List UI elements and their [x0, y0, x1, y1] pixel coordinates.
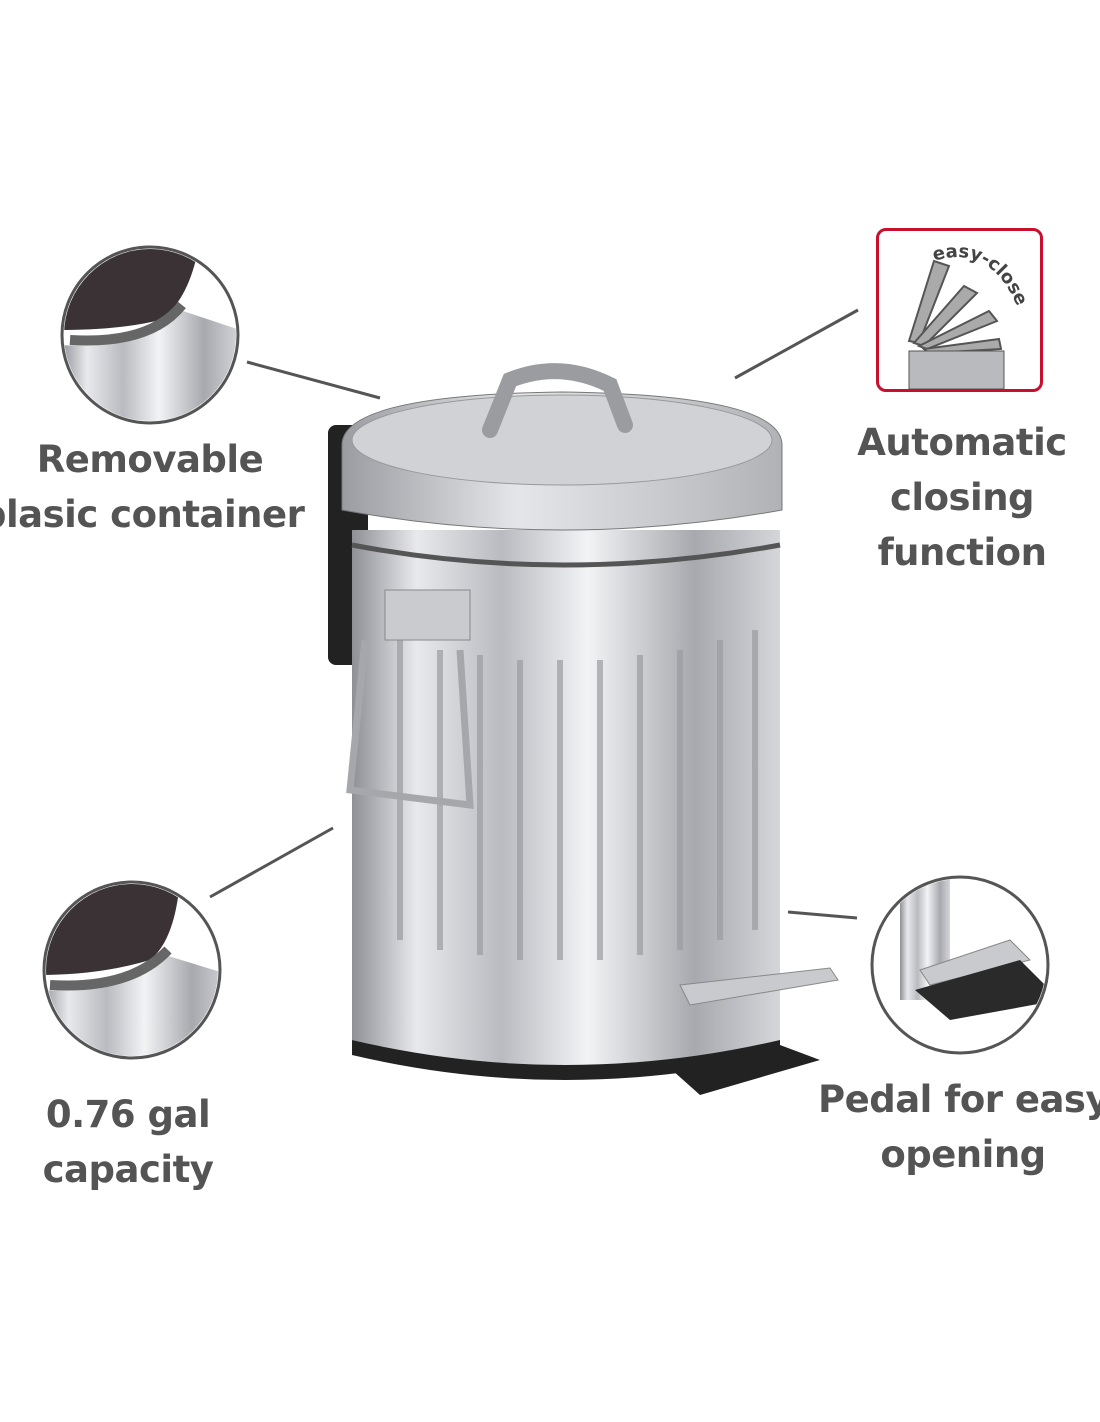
feature-line: plasic container	[0, 493, 305, 536]
easy-close-icon: easy-close	[907, 241, 1032, 390]
feature-line: 0.76 gal	[45, 1093, 211, 1136]
feature-line: closing	[889, 476, 1035, 519]
feature-label-closing: Automatic closing function	[842, 415, 1082, 580]
detail-circle-pedal	[870, 875, 1050, 1055]
easy-close-badge: easy-close	[876, 228, 1043, 392]
leader-lines	[209, 308, 859, 920]
feature-line: Automatic	[857, 421, 1067, 464]
feature-line: Pedal for easy	[818, 1078, 1100, 1121]
trash-bin	[328, 363, 839, 1095]
feature-line: Removable	[36, 438, 264, 481]
feature-label-pedal: Pedal for easy opening	[818, 1072, 1100, 1182]
feature-label-capacity: 0.76 gal capacity	[8, 1087, 248, 1197]
feature-line: capacity	[42, 1148, 214, 1191]
detail-circle-capacity	[42, 880, 222, 1060]
feature-line: opening	[880, 1133, 1046, 1176]
feature-line: function	[877, 531, 1047, 574]
detail-circle-container	[60, 245, 240, 425]
feature-label-container: Removable plasic container	[0, 432, 305, 542]
